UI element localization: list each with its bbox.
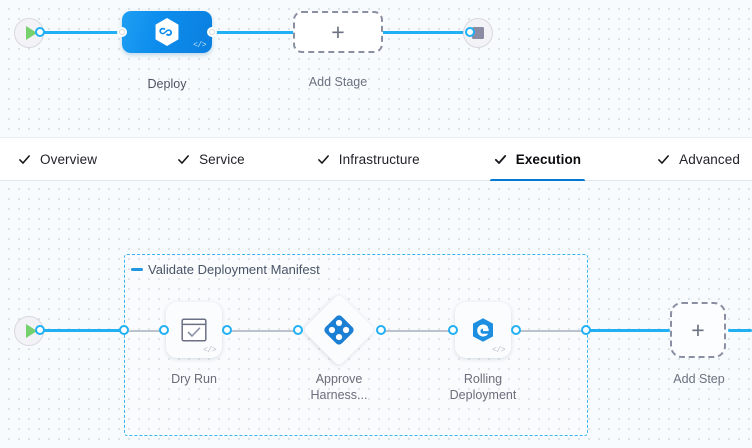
add-stage-label: Add Stage	[308, 75, 368, 89]
rolling-deployment-icon	[473, 318, 493, 342]
check-icon	[658, 154, 670, 164]
approve-out-port[interactable]	[376, 325, 386, 335]
tab-overview[interactable]: Overview	[0, 137, 115, 181]
stop-in-port[interactable]	[465, 27, 475, 37]
step-node-approve-harness[interactable]	[302, 293, 376, 367]
rolling-code-badge[interactable]: </>	[492, 346, 505, 355]
add-stage-node[interactable]: +	[293, 11, 383, 53]
plus-icon: +	[691, 316, 705, 343]
check-icon	[178, 154, 189, 164]
tab-execution[interactable]: Execution	[476, 137, 599, 182]
stage-label-deploy: Deploy	[147, 77, 187, 91]
tab-advanced-label: Advanced	[679, 151, 740, 167]
add-step-label: Add Step	[673, 372, 725, 386]
rolling-in-port[interactable]	[448, 325, 458, 335]
deploy-code-badge[interactable]: </>	[193, 41, 206, 50]
link-start-to-deploy	[40, 31, 132, 34]
deploy-out-port[interactable]	[207, 27, 217, 37]
plus-icon: +	[331, 18, 345, 45]
tab-advanced[interactable]: Advanced	[639, 137, 752, 181]
step-label-dry-run: Dry Run	[171, 372, 217, 386]
tab-service[interactable]: Service	[159, 137, 263, 181]
link-addstep-outgoing	[728, 329, 752, 332]
tab-infrastructure[interactable]: Infrastructure	[299, 137, 438, 181]
link-approve-to-rolling	[382, 330, 452, 332]
step-node-rolling-deployment[interactable]: </>	[455, 302, 511, 358]
execution-graph-canvas[interactable]: Validate Deployment Manifest </>	[0, 181, 752, 448]
tab-execution-label: Execution	[515, 151, 582, 167]
step-label-approve-harness: Approve Harness...	[310, 372, 368, 402]
step-group-header[interactable]: Validate Deployment Manifest	[131, 262, 320, 277]
link-dryrun-to-approve	[230, 330, 298, 332]
tab-overview-label: Overview	[40, 151, 98, 167]
group-in-port[interactable]	[119, 325, 129, 335]
dry-run-window-check-icon	[181, 318, 207, 342]
dry-run-code-badge[interactable]: </>	[203, 346, 216, 355]
start-out-port[interactable]	[35, 27, 45, 37]
check-icon	[19, 154, 30, 164]
harness-hexagon-icon	[155, 17, 179, 47]
play-icon	[25, 324, 37, 338]
link-rolling-to-groupout	[516, 330, 586, 332]
add-step-node[interactable]: +	[670, 302, 726, 358]
active-tab-indicator	[489, 179, 586, 182]
dryrun-out-port[interactable]	[222, 325, 232, 335]
pipeline-start-node[interactable]	[14, 18, 44, 48]
check-icon	[317, 154, 329, 164]
stage-graph-canvas[interactable]: </> Deploy + Add Stage	[0, 0, 752, 137]
tab-service-label: Service	[199, 151, 245, 167]
link-group-to-addstep	[586, 329, 670, 332]
exec-start-out-port[interactable]	[35, 325, 45, 335]
step-label-rolling-deployment: Rolling Deployment	[449, 372, 517, 402]
tab-infrastructure-label: Infrastructure	[338, 151, 420, 167]
link-group-in-to-dryrun	[128, 330, 164, 332]
minus-icon[interactable]	[131, 268, 143, 271]
harness-approval-diamond-icon	[324, 315, 354, 345]
stop-icon	[472, 27, 484, 39]
rolling-out-port[interactable]	[511, 325, 521, 335]
link-deploy-to-addstage	[210, 31, 296, 34]
link-addstage-to-stop	[380, 31, 470, 34]
approve-in-port[interactable]	[293, 325, 303, 335]
step-group-label: Validate Deployment Manifest	[148, 262, 320, 277]
dryrun-in-port[interactable]	[159, 325, 169, 335]
check-icon	[494, 154, 506, 164]
link-start-to-group	[40, 329, 128, 332]
play-icon	[25, 26, 37, 40]
group-out-port[interactable]	[581, 325, 591, 335]
stage-node-deploy[interactable]: </>	[122, 11, 212, 53]
step-node-dry-run[interactable]: </>	[166, 302, 222, 358]
deploy-in-port[interactable]	[117, 27, 127, 37]
stage-tab-bar: Overview Service Infrastructure Executio…	[0, 137, 752, 182]
